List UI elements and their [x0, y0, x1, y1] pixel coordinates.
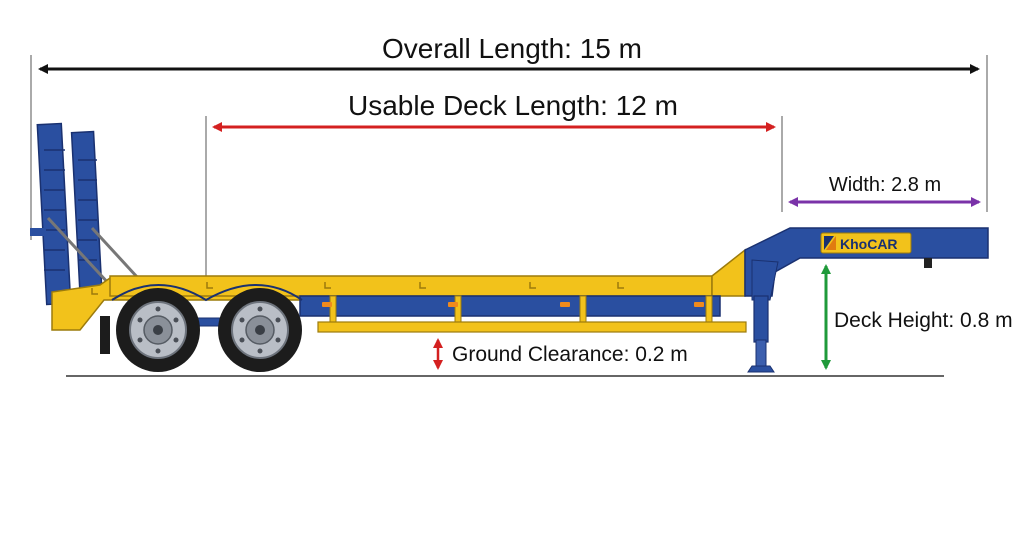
khocar-logo-icon: [824, 236, 836, 250]
usable-deck-length-label: Usable Deck Length: 12 m: [348, 90, 678, 121]
mudflap: [100, 316, 110, 354]
deck-height-label: Deck Height: 0.8 m: [834, 309, 1013, 332]
wheel-icon: [116, 288, 200, 372]
lowbed-trailer: KhoCAR: [30, 122, 989, 373]
wheel-icon: [218, 288, 302, 372]
tie-down-hooks: [91, 282, 624, 295]
side-markers: [322, 302, 704, 307]
side-skirt: [317, 321, 747, 333]
overall-length-dimension: Overall Length: 15 m: [38, 33, 980, 74]
king-pin: [924, 258, 932, 268]
usable-deck-length-dimension: Usable Deck Length: 12 m: [212, 90, 776, 132]
wheel-arches: [111, 284, 303, 302]
deck-slope: [711, 248, 746, 297]
brand-logo-text: KhoCAR: [840, 236, 898, 252]
main-deck: [109, 275, 713, 297]
landing-gear-icon: [747, 295, 775, 373]
ground-clearance-label: Ground Clearance: 0.2 m: [452, 343, 688, 366]
deck-height-dimension: Deck Height: 0.8 m: [821, 264, 1013, 370]
brand-logo: KhoCAR: [820, 232, 912, 254]
frame-rail: [299, 295, 721, 317]
width-label: Width: 2.8 m: [829, 174, 941, 196]
overall-length-label: Overall Length: 15 m: [382, 33, 642, 64]
ground-clearance-dimension: Ground Clearance: 0.2 m: [433, 338, 688, 370]
width-dimension: Width: 2.8 m: [788, 174, 981, 207]
extension-lines: [30, 55, 988, 278]
